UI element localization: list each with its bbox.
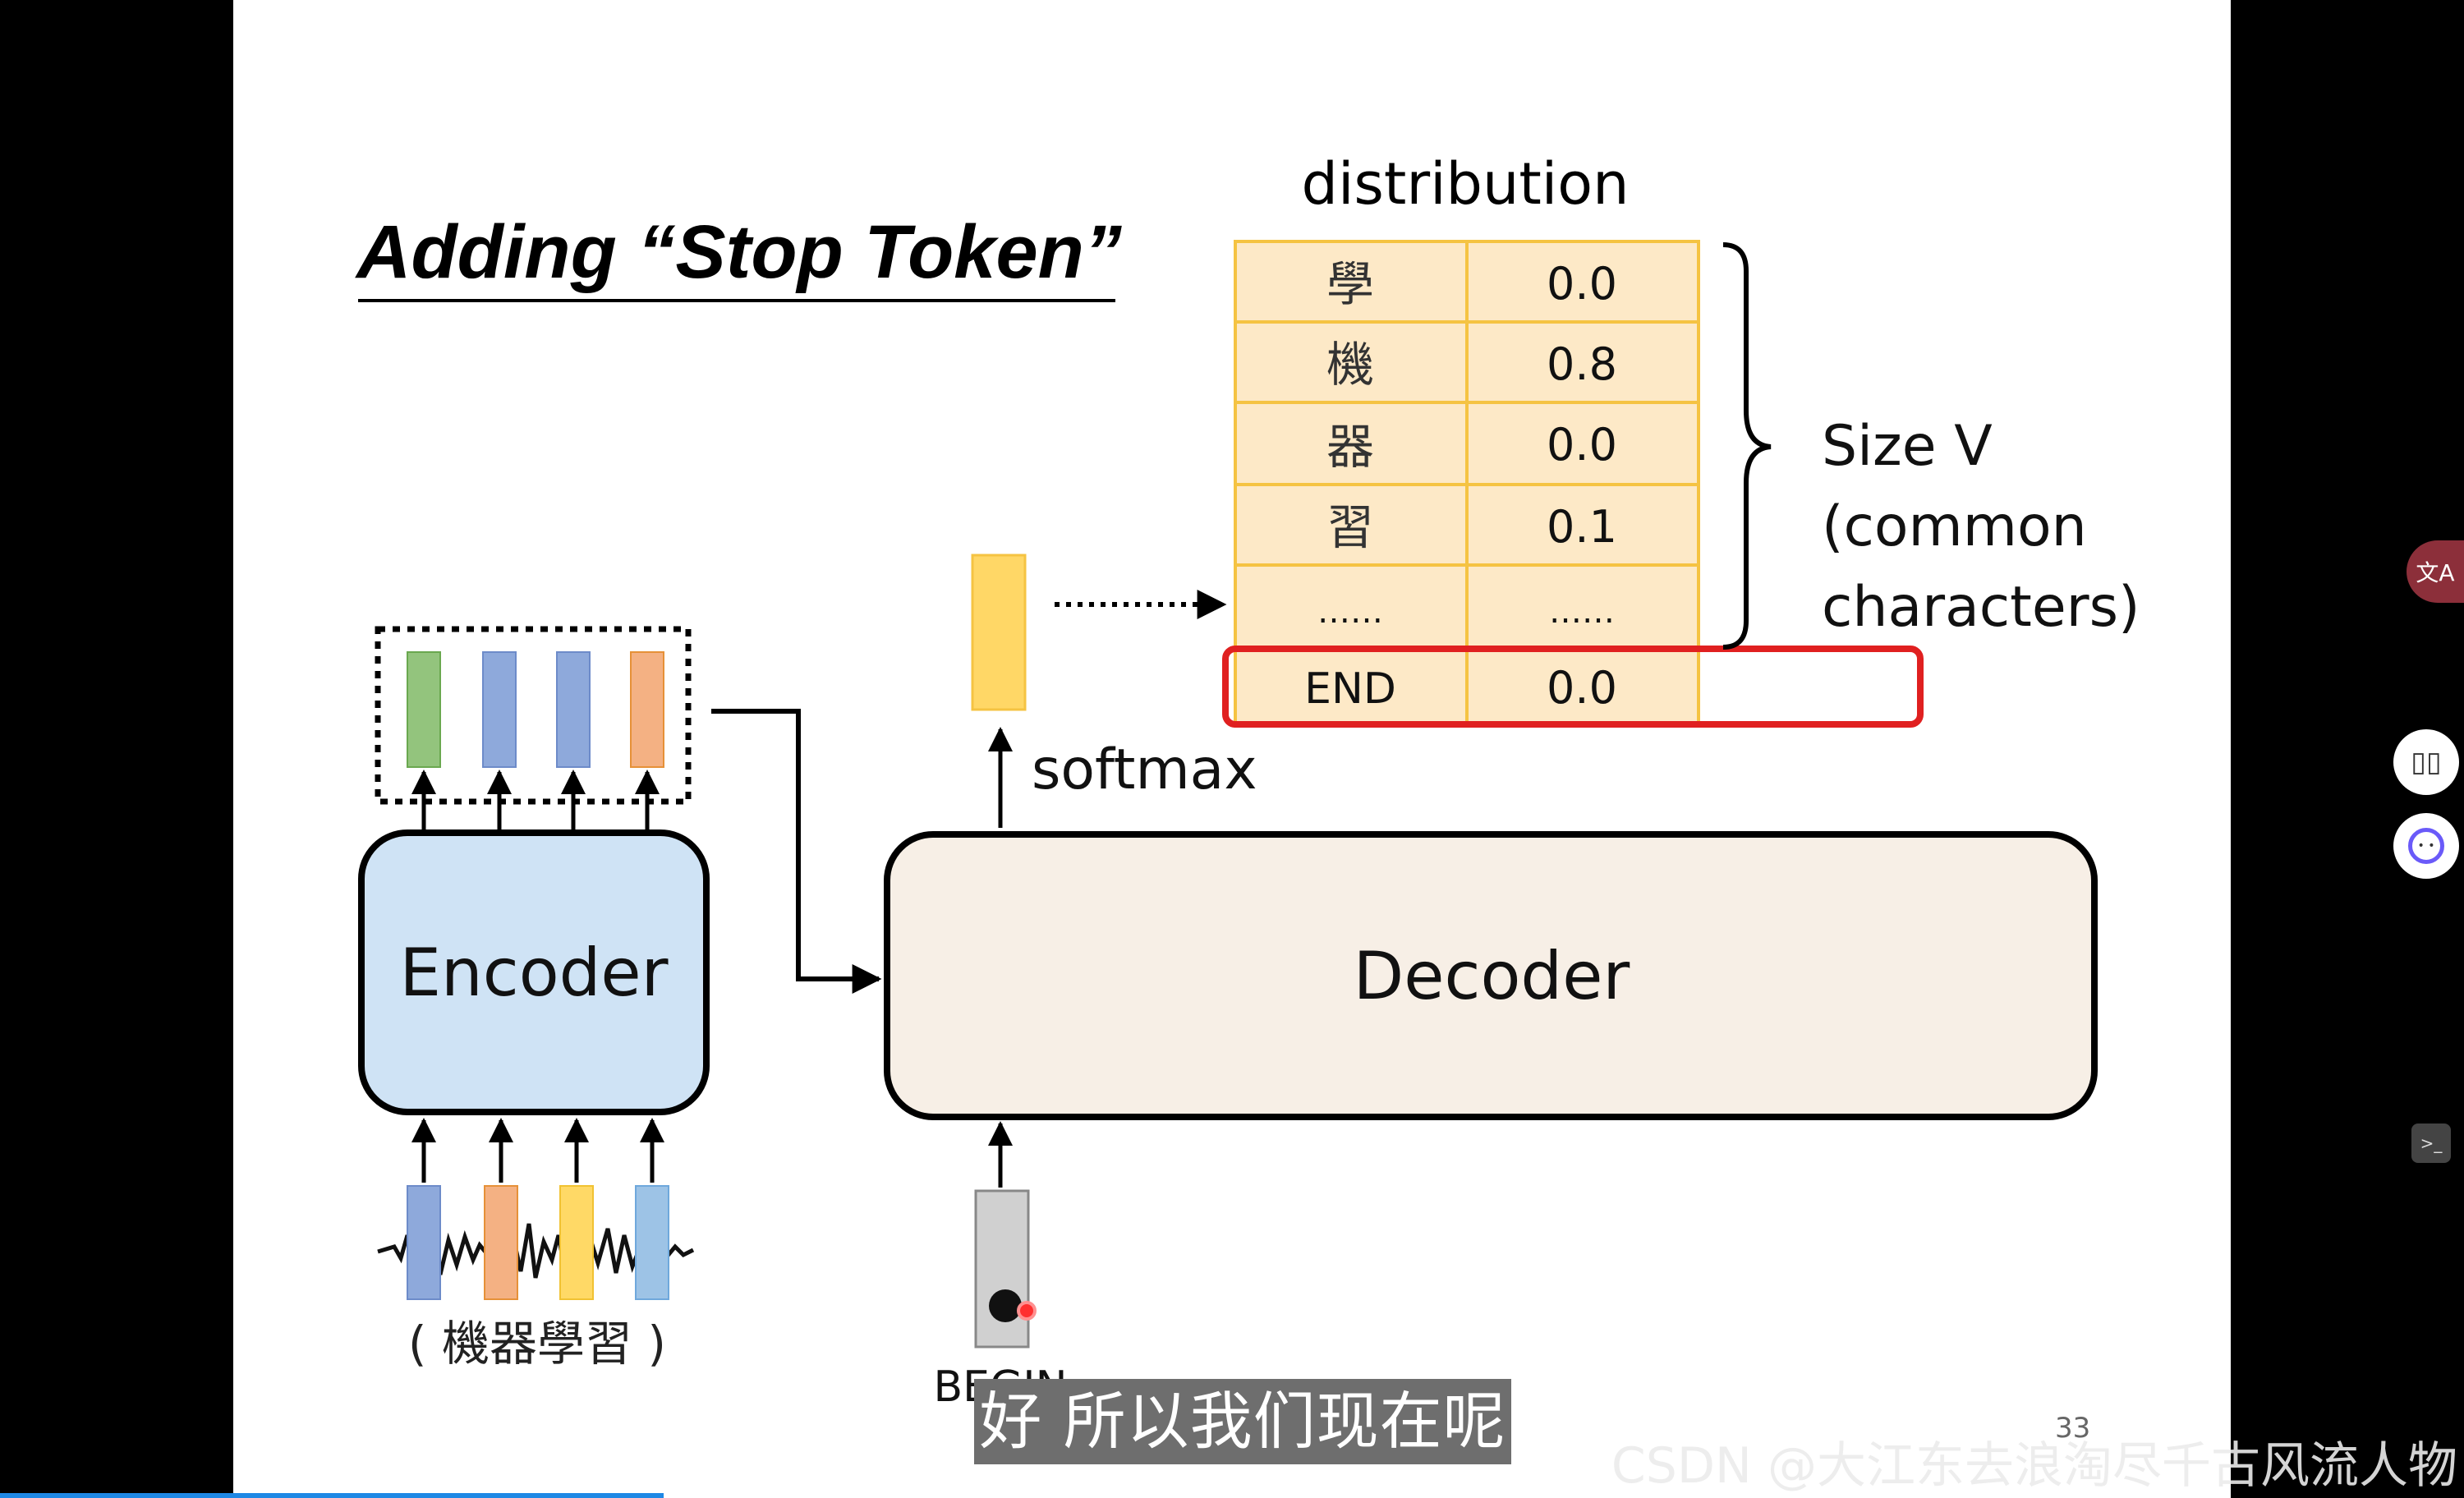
distribution-table: 學 0.0 機 0.8 器 0.0 習 0.1 …… …… END 0.0: [1222, 240, 1924, 728]
table-char: END: [1304, 664, 1396, 714]
end-token-highlight: [1222, 646, 1924, 728]
table-value: 0.0: [1547, 662, 1617, 714]
table-char: ……: [1317, 593, 1383, 631]
encoder-output-vector-orange: [630, 651, 664, 768]
page-number: 33: [2055, 1412, 2090, 1445]
decoder-block: [884, 831, 2098, 1120]
table-char: 學: [1326, 256, 1374, 312]
softmax-label: softmax: [1032, 738, 1257, 802]
table-value: 0.0: [1547, 258, 1617, 310]
decoder-label: Decoder: [1354, 938, 1630, 1014]
table-char: 習: [1326, 499, 1374, 555]
begin-token: [974, 1189, 1030, 1349]
laser-pointer: [1017, 1301, 1037, 1321]
size-brace: [1722, 242, 1772, 650]
video-subtitle: 好 所以我们现在呢: [974, 1379, 1511, 1464]
size-label-line2: (common: [1822, 494, 2087, 559]
input-frame-blue: [407, 1185, 441, 1300]
distribution-label: distribution: [1302, 150, 1630, 218]
translate-icon[interactable]: 文A: [2407, 540, 2464, 603]
table-value: ……: [1549, 593, 1615, 631]
stop-token-diagram: Adding “Stop Token” distribution 學 0.0 機…: [355, 150, 2140, 1445]
slide-title: Adding “Stop Token”: [355, 210, 1122, 294]
input-label: ( 機器學習 ): [408, 1316, 666, 1372]
output-vector: [971, 554, 1027, 711]
csdn-watermark: CSDN @大江东去浪淘尽千古风流人物: [1611, 1437, 2457, 1495]
video-progress-bar[interactable]: [0, 1493, 664, 1498]
assistant-icon[interactable]: • •: [2393, 813, 2459, 879]
cross-attention-arrow: [711, 709, 882, 994]
assistant-face-icon: • •: [2408, 828, 2444, 864]
encoder-block: [358, 829, 710, 1115]
encoder-output-box: [375, 626, 692, 805]
encoder-output-vector-blue: [482, 651, 517, 768]
table-value: 0.1: [1547, 501, 1617, 553]
size-label-line1: Size V: [1822, 414, 1993, 479]
encoder-label: Encoder: [399, 935, 668, 1011]
terminal-icon[interactable]: >_: [2411, 1124, 2451, 1163]
table-char: 機: [1326, 337, 1374, 393]
cursor-dot: [989, 1289, 1022, 1322]
table-value: 0.8: [1547, 338, 1617, 390]
slide: Adding “Stop Token” distribution 學 0.0 機…: [233, 0, 2231, 1498]
size-label-line3: characters): [1822, 575, 2140, 640]
table-char: 器: [1326, 419, 1374, 475]
table-value: 0.0: [1547, 419, 1617, 471]
encoder-output-vector-green: [407, 651, 441, 768]
input-frame-orange: [484, 1185, 518, 1300]
book-icon[interactable]: ▯▯: [2393, 729, 2459, 795]
input-frame-yellow: [559, 1185, 594, 1300]
encoder-output-vector-blue: [556, 651, 591, 768]
input-frame-lightblue: [635, 1185, 669, 1300]
